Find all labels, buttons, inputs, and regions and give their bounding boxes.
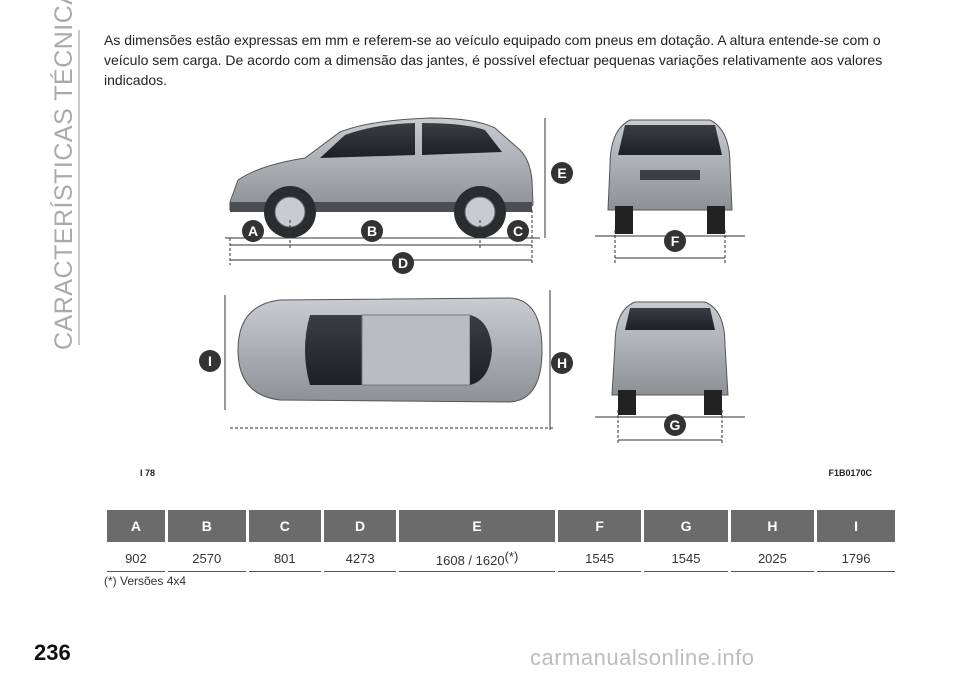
- svg-text:H: H: [557, 355, 567, 371]
- table-cell: 1545: [644, 542, 728, 572]
- svg-text:F: F: [671, 233, 680, 249]
- badge-i: I: [199, 350, 221, 372]
- figure-code-right: F1B0170C: [828, 468, 872, 478]
- table-cell: 2570: [167, 542, 246, 572]
- table-cell: 1608 / 1620(*): [399, 542, 555, 572]
- table-cell: 801: [248, 542, 321, 572]
- svg-text:C: C: [513, 223, 523, 239]
- badge-g: G: [664, 414, 686, 436]
- col-header: G: [644, 510, 728, 542]
- section-title: CARACTERÍSTICAS TÉCNICAS: [50, 0, 90, 350]
- col-header: A: [107, 510, 165, 542]
- table-cell: 2025: [730, 542, 815, 572]
- table-cell: 4273: [323, 542, 397, 572]
- badge-d: D: [392, 252, 414, 274]
- badge-h: H: [551, 352, 573, 374]
- dimensions-figure: A B C D E F G H I I 78 F1B0170C: [130, 110, 880, 490]
- col-header: D: [323, 510, 397, 542]
- col-header: B: [167, 510, 246, 542]
- dimensions-table: A B C D E F G H I 902 2570 801 4273 1608…: [104, 510, 898, 572]
- car-drawings: A B C D E F G H I: [199, 117, 745, 445]
- table-row: 902 2570 801 4273 1608 / 1620(*) 1545 15…: [107, 542, 895, 572]
- col-header: E: [399, 510, 555, 542]
- svg-text:G: G: [670, 417, 681, 433]
- col-header: H: [730, 510, 815, 542]
- table-cell: 1796: [817, 542, 895, 572]
- badge-e: E: [551, 162, 573, 184]
- col-header: F: [557, 510, 642, 542]
- side-view: [225, 117, 546, 265]
- svg-text:I: I: [208, 353, 212, 369]
- svg-text:B: B: [367, 223, 377, 239]
- svg-text:D: D: [398, 255, 408, 271]
- svg-text:E: E: [557, 165, 566, 181]
- side-rule: [78, 30, 80, 345]
- table-cell: 902: [107, 542, 165, 572]
- intro-text: As dimensões estão expressas em mm e ref…: [104, 32, 883, 88]
- footnote: (*) Versões 4x4: [104, 574, 187, 588]
- top-view: [224, 290, 555, 430]
- col-header: I: [817, 510, 895, 542]
- e-marker: (*): [504, 548, 519, 564]
- rear-view: [595, 301, 745, 445]
- badge-f: F: [664, 230, 686, 252]
- front-view: [595, 119, 745, 265]
- section-title-text: CARACTERÍSTICAS TÉCNICAS: [50, 0, 78, 350]
- watermark: carmanualsonline.info: [530, 645, 755, 670]
- e-value: 1608 / 1620: [435, 552, 505, 568]
- figure-code-left: I 78: [140, 468, 156, 478]
- svg-text:A: A: [248, 223, 258, 239]
- badge-a: A: [242, 220, 264, 242]
- badge-b: B: [361, 220, 383, 242]
- badge-c: C: [507, 220, 529, 242]
- page-number: 236: [34, 640, 71, 665]
- col-header: C: [248, 510, 321, 542]
- table-cell: 1545: [557, 542, 642, 572]
- table-header-row: A B C D E F G H I: [107, 510, 895, 542]
